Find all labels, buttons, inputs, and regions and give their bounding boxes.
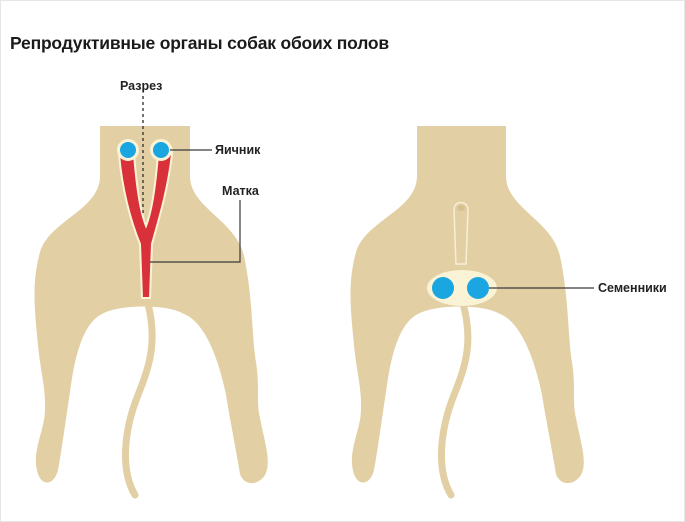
ovary-left <box>119 141 138 160</box>
male-tail <box>441 300 467 495</box>
testis-right <box>467 277 489 299</box>
incision-label: Разрез <box>120 79 162 93</box>
penis-tip <box>457 205 465 211</box>
testis-left <box>432 277 454 299</box>
male-dog <box>351 126 595 495</box>
male-penis <box>454 203 468 265</box>
uterus-label: Матка <box>222 184 259 198</box>
testes-label: Семенники <box>598 281 667 295</box>
ovary-right <box>152 141 171 160</box>
ovary-label: Яичник <box>215 143 260 157</box>
female-tail <box>125 300 152 495</box>
